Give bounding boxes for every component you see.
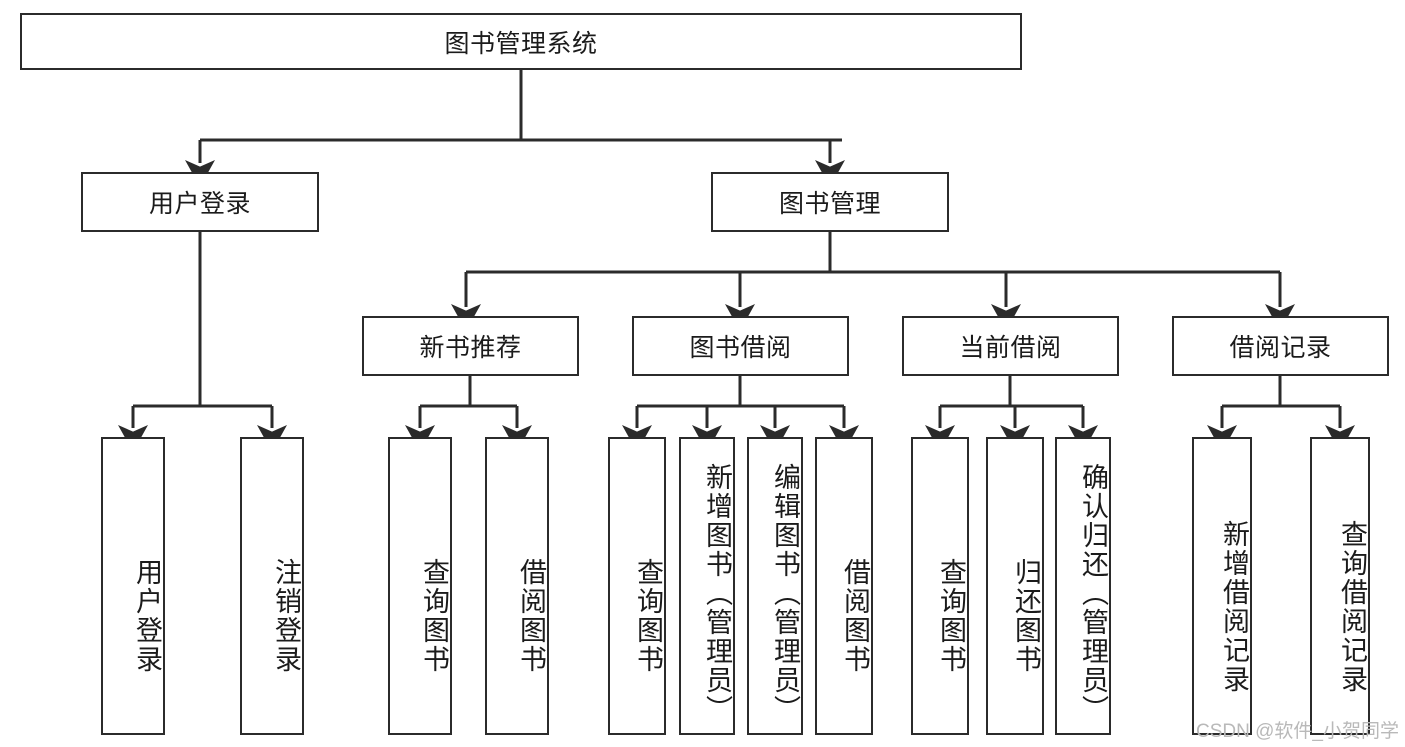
node-borrow-record[interactable]: 借阅记录 — [1172, 316, 1389, 376]
node-book-manage[interactable]: 图书管理 — [711, 172, 949, 232]
node-new-book-rec-label: 新书推荐 — [419, 334, 522, 362]
node-leaf-add-book-label: 新增图书（管理员） — [702, 462, 732, 724]
node-leaf-logout[interactable]: 注销登录 — [240, 437, 304, 735]
node-root-label: 图书管理系统 — [444, 29, 598, 58]
node-book-borrow-label: 图书借阅 — [689, 334, 792, 362]
node-new-book-rec[interactable]: 新书推荐 — [362, 316, 579, 376]
node-leaf-edit-book-label: 编辑图书（管理员） — [770, 462, 800, 724]
node-leaf-borrow-book-1-label: 借阅图书 — [516, 558, 546, 674]
node-leaf-edit-book[interactable]: 编辑图书（管理员） — [747, 437, 803, 735]
node-leaf-query-book-2-label: 查询图书 — [633, 558, 663, 674]
node-leaf-user-login-label: 用户登录 — [132, 558, 162, 674]
node-leaf-query-book-3-label: 查询图书 — [936, 558, 966, 674]
node-leaf-borrow-book-1[interactable]: 借阅图书 — [485, 437, 549, 735]
watermark: CSDN @软件_小贺同学 — [1196, 721, 1399, 742]
node-book-borrow[interactable]: 图书借阅 — [632, 316, 849, 376]
node-leaf-query-book-3[interactable]: 查询图书 — [911, 437, 969, 735]
node-leaf-logout-label: 注销登录 — [271, 558, 301, 674]
node-leaf-user-login[interactable]: 用户登录 — [101, 437, 165, 735]
node-current-borrow[interactable]: 当前借阅 — [902, 316, 1119, 376]
node-leaf-query-book-1-label: 查询图书 — [419, 558, 449, 674]
node-book-manage-label: 图书管理 — [778, 190, 881, 218]
node-leaf-add-book[interactable]: 新增图书（管理员） — [679, 437, 735, 735]
node-leaf-query-record[interactable]: 查询借阅记录 — [1310, 437, 1370, 735]
node-leaf-add-record[interactable]: 新增借阅记录 — [1192, 437, 1252, 735]
node-current-borrow-label: 当前借阅 — [959, 334, 1062, 362]
node-borrow-record-label: 借阅记录 — [1229, 334, 1332, 362]
node-user-login[interactable]: 用户登录 — [81, 172, 319, 232]
node-leaf-borrow-book-2-label: 借阅图书 — [840, 558, 870, 674]
node-leaf-query-record-label: 查询借阅记录 — [1337, 520, 1367, 694]
node-leaf-confirm-return[interactable]: 确认归还（管理员） — [1055, 437, 1111, 735]
node-leaf-confirm-return-label: 确认归还（管理员） — [1078, 462, 1108, 724]
node-leaf-return-book[interactable]: 归还图书 — [986, 437, 1044, 735]
node-user-login-label: 用户登录 — [148, 190, 251, 218]
node-leaf-query-book-2[interactable]: 查询图书 — [608, 437, 666, 735]
node-leaf-return-book-label: 归还图书 — [1011, 558, 1041, 674]
node-leaf-borrow-book-2[interactable]: 借阅图书 — [815, 437, 873, 735]
node-root[interactable]: 图书管理系统 — [20, 13, 1022, 70]
node-leaf-query-book-1[interactable]: 查询图书 — [388, 437, 452, 735]
node-leaf-add-record-label: 新增借阅记录 — [1219, 520, 1249, 694]
